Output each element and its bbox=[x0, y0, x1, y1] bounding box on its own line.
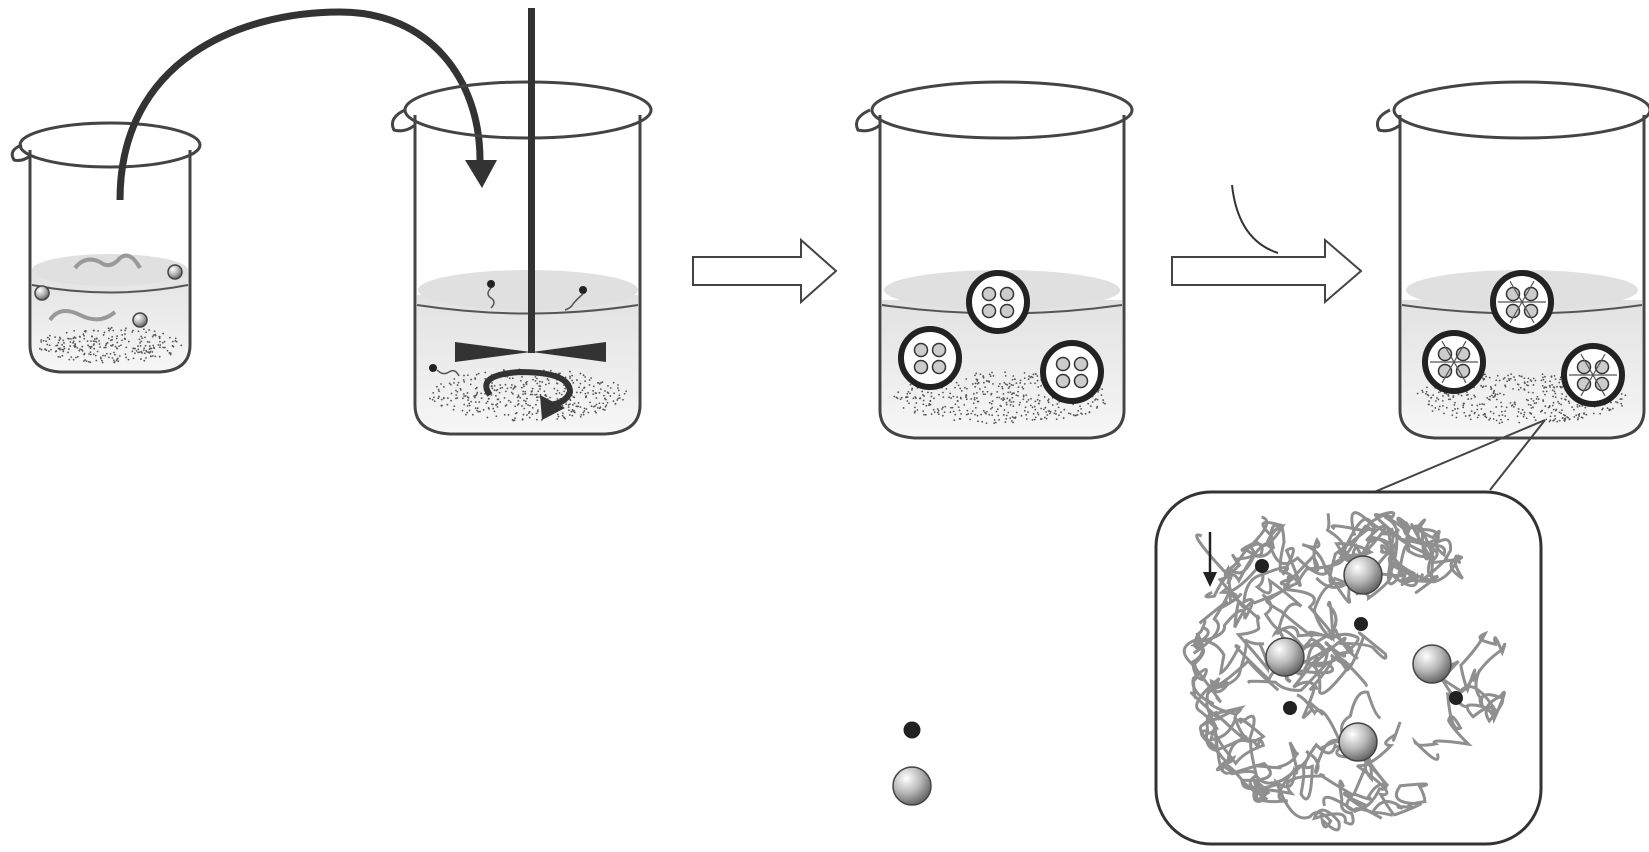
polymer-network bbox=[1182, 511, 1507, 832]
beaker-crosslinked bbox=[1375, 80, 1649, 440]
droplet-group bbox=[898, 270, 1104, 404]
zoom-callout bbox=[1154, 419, 1546, 846]
stirrer-shaft bbox=[528, 8, 535, 353]
beaker-droplets bbox=[855, 80, 1134, 440]
droplet bbox=[1561, 343, 1625, 407]
legend-small-dot-icon bbox=[903, 721, 921, 739]
large-sphere bbox=[1338, 722, 1378, 762]
droplet bbox=[1490, 270, 1554, 334]
beaker-solution bbox=[10, 121, 202, 374]
process-arrow-2 bbox=[1171, 184, 1363, 305]
droplet bbox=[1040, 340, 1104, 404]
small-dot bbox=[1255, 559, 1269, 573]
large-sphere bbox=[1265, 637, 1305, 677]
small-dot bbox=[1449, 691, 1463, 705]
impeller-right bbox=[532, 342, 606, 362]
legend bbox=[892, 721, 932, 806]
large-sphere bbox=[1412, 644, 1452, 684]
small-dot bbox=[1354, 617, 1368, 631]
legend-large-sphere-icon bbox=[892, 766, 932, 806]
small-dot bbox=[1283, 701, 1297, 715]
thin-curve bbox=[1231, 184, 1279, 254]
large-sphere bbox=[1343, 555, 1383, 595]
impeller-left bbox=[455, 342, 531, 362]
droplet-group bbox=[1422, 270, 1625, 407]
rotation-arrow bbox=[483, 368, 574, 408]
process-arrow-1 bbox=[692, 237, 838, 305]
arrow-marker bbox=[1203, 532, 1217, 587]
sediment bbox=[38, 326, 183, 364]
droplet bbox=[1422, 330, 1486, 394]
pour-arrow bbox=[116, 8, 497, 201]
droplet bbox=[898, 326, 962, 390]
beaker-stirring bbox=[390, 8, 653, 436]
droplet bbox=[966, 270, 1030, 334]
